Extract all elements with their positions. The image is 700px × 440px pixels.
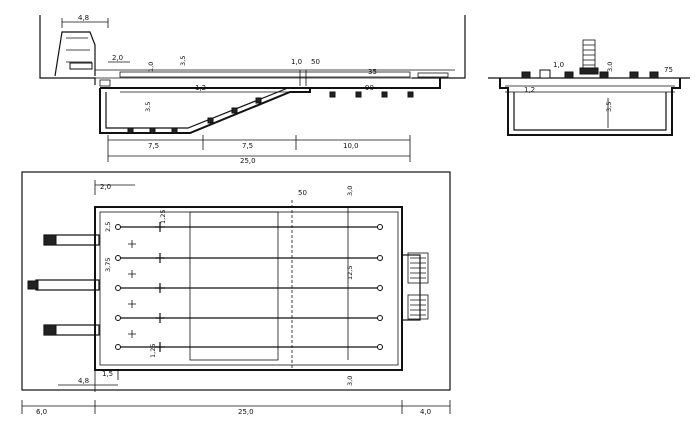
- dim-depth: 3,5: [144, 102, 152, 112]
- plan-dim-right-total: 4,0: [420, 408, 431, 416]
- plan-dim-bottom-margin: 3,0: [346, 376, 354, 386]
- cross-dim-height: 3,0: [606, 62, 614, 72]
- plan-dim-notch: 50: [298, 189, 307, 197]
- dim-step: 2,0: [112, 54, 123, 62]
- dim-deck: 35: [368, 68, 377, 76]
- cross-dim-depth: 3,5: [605, 102, 613, 112]
- dim-gap: 1,0: [291, 58, 302, 66]
- plan-dim-pitch: 2,5: [104, 222, 112, 232]
- plan-dim-foot-a: 1,5: [102, 370, 113, 378]
- dim-total: 25,0: [240, 157, 256, 165]
- dim-top-width: 4,8: [78, 14, 89, 22]
- dim-rib: 90: [365, 84, 374, 92]
- dim-height-a: 3,5: [179, 56, 187, 66]
- cross-section: 1,0 3,0 75 1,2 3,5: [488, 39, 690, 136]
- plan-dim-end-a: 1,25: [159, 210, 167, 224]
- plan-view: 2,0 50 3,0 3,0 12,5 2,5 3,75 1,25 1,25 1…: [21, 171, 451, 416]
- plan-dim-top-margin: 3,0: [346, 186, 354, 196]
- plan-dim-total: 25,0: [238, 408, 254, 416]
- cross-dim-edge: 75: [664, 66, 673, 74]
- plan-shafts: [27, 234, 100, 336]
- dim-lip: 1,0: [147, 62, 155, 72]
- dim-seg-a: 7,5: [148, 142, 159, 150]
- hull-ribs: [127, 91, 414, 134]
- plan-dim-pitch-big: 3,75: [104, 258, 112, 272]
- dim-seg-b: 7,5: [242, 142, 253, 150]
- plan-dim-left-offset: 2,0: [100, 183, 111, 191]
- plan-rows: [115, 222, 383, 352]
- cross-dim-floor: 1,2: [524, 86, 535, 94]
- plan-dim-row-span: 12,5: [346, 266, 354, 280]
- dim-seg-c: 10,0: [343, 142, 359, 150]
- plan-dim-foot-b: 4,8: [78, 377, 89, 385]
- dim-gap2: 50: [311, 58, 320, 66]
- cross-dim-lip: 1,0: [553, 61, 564, 69]
- plan-dim-left-total: 6,0: [36, 408, 47, 416]
- dim-floor: 1,2: [195, 84, 206, 92]
- plan-dim-end-b: 1,25: [149, 344, 157, 358]
- side-section: 4,8 2,0 1,0 3,5 1,0 50 35 1,2 90 3,5 7,5…: [39, 14, 466, 165]
